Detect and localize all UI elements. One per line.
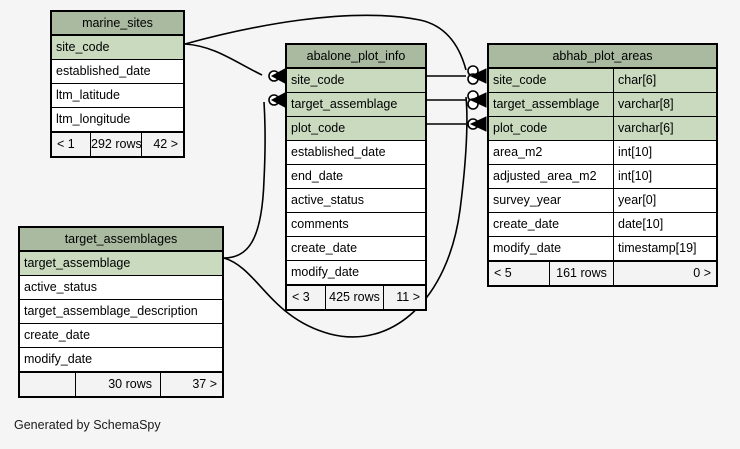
column-name: create_date (291, 241, 358, 255)
edge-marine-sites-to-abalone-site-code (184, 43, 263, 76)
crowfoot-icon (469, 68, 487, 84)
row-count: 292 rows (90, 133, 141, 156)
optional-circle-icon (268, 94, 280, 106)
optional-circle-icon (467, 65, 479, 77)
column-row[interactable]: target_assemblage (287, 93, 425, 117)
column-row[interactable]: target_assemblage varchar[8] (489, 93, 716, 117)
column-type: year[0] (613, 189, 716, 212)
column-name: area_m2 (493, 145, 543, 159)
row-count: 161 rows (549, 262, 613, 285)
row-count: 425 rows (325, 286, 383, 309)
column-name: established_date (291, 145, 386, 159)
column-name: site_code (56, 40, 110, 54)
next-relations-link[interactable]: 42 > (141, 133, 183, 156)
column-name: modify_date (493, 241, 562, 255)
column-row[interactable]: active_status (287, 189, 425, 213)
column-name: target_assemblage_description (24, 304, 198, 318)
column-row[interactable]: comments (287, 213, 425, 237)
column-name: plot_code (291, 121, 346, 135)
entity-abhab-plot-areas[interactable]: abhab_plot_areas site_code char[6] targe… (487, 43, 718, 287)
column-row[interactable]: create_date (287, 237, 425, 261)
entity-title: marine_sites (52, 12, 183, 36)
column-row[interactable]: target_assemblage_description (20, 300, 222, 324)
entity-footer: < 1 292 rows 42 > (52, 132, 183, 156)
column-name: target_assemblage (291, 97, 398, 111)
column-name: modify_date (291, 265, 360, 279)
optional-circle-icon (467, 98, 479, 110)
next-relations-link[interactable]: 37 > (160, 373, 222, 396)
column-row[interactable]: active_status (20, 276, 222, 300)
column-name: ltm_longitude (56, 112, 131, 126)
column-row[interactable]: create_date (20, 324, 222, 348)
prev-relations-link[interactable] (20, 373, 75, 396)
column-name: site_code (291, 73, 345, 87)
column-type: timestamp[19] (613, 237, 716, 260)
column-name: modify_date (24, 352, 93, 366)
column-name: survey_year (493, 193, 562, 207)
column-row[interactable]: plot_code (287, 117, 425, 141)
entity-footer: 30 rows 37 > (20, 372, 222, 396)
crowfoot-icon (469, 92, 487, 108)
entity-abalone-plot-info[interactable]: abalone_plot_info site_code target_assem… (285, 43, 427, 311)
crowfoot-icon (270, 92, 286, 108)
entity-footer: < 5 161 rows 0 > (489, 261, 716, 285)
column-name: create_date (24, 328, 91, 342)
column-row[interactable]: ltm_latitude (52, 84, 183, 108)
next-relations-link[interactable]: 0 > (613, 262, 716, 285)
next-relations-link[interactable]: 11 > (383, 286, 425, 309)
column-name: target_assemblage (24, 256, 131, 270)
column-type: varchar[8] (613, 93, 716, 116)
column-row[interactable]: modify_date (20, 348, 222, 372)
column-name: active_status (291, 193, 364, 207)
column-row[interactable]: site_code (52, 36, 183, 60)
column-row[interactable]: site_code char[6] (489, 69, 716, 93)
column-row[interactable]: modify_date timestamp[19] (489, 237, 716, 261)
column-row[interactable]: end_date (287, 165, 425, 189)
crowfoot-icon (270, 68, 286, 84)
column-row[interactable]: target_assemblage (20, 252, 222, 276)
optional-circle-icon (467, 73, 479, 85)
column-name: comments (291, 217, 349, 231)
entity-title: target_assemblages (20, 228, 222, 252)
prev-relations-link[interactable]: < 3 (292, 290, 310, 304)
column-name: site_code (493, 73, 547, 87)
column-type: varchar[6] (613, 117, 716, 140)
column-name: established_date (56, 64, 151, 78)
optional-circle-icon (467, 118, 479, 130)
column-name: target_assemblage (493, 97, 600, 111)
column-row[interactable]: plot_code varchar[6] (489, 117, 716, 141)
column-name: end_date (291, 169, 344, 183)
crowfoot-icon (469, 116, 487, 132)
prev-relations-link[interactable]: < 5 (494, 266, 512, 280)
column-type: int[10] (613, 165, 716, 188)
entity-footer: < 3 425 rows 11 > (287, 285, 425, 309)
entity-title: abhab_plot_areas (489, 45, 716, 69)
column-row[interactable]: established_date (287, 141, 425, 165)
optional-circle-icon (467, 90, 479, 102)
column-type: date[10] (613, 213, 716, 236)
column-row[interactable]: ltm_longitude (52, 108, 183, 132)
edge-target-assemblages-to-abalone-target-assemblage (223, 101, 266, 259)
column-row[interactable]: survey_year year[0] (489, 189, 716, 213)
column-type: int[10] (613, 141, 716, 164)
column-row[interactable]: area_m2 int[10] (489, 141, 716, 165)
column-type: char[6] (613, 69, 716, 92)
prev-relations-link[interactable]: < 1 (57, 137, 75, 151)
column-row[interactable]: site_code (287, 69, 425, 93)
column-row[interactable]: create_date date[10] (489, 213, 716, 237)
column-name: active_status (24, 280, 97, 294)
column-row[interactable]: established_date (52, 60, 183, 84)
column-name: plot_code (493, 121, 548, 135)
column-name: adjusted_area_m2 (493, 169, 597, 183)
column-name: ltm_latitude (56, 88, 120, 102)
generator-caption: Generated by SchemaSpy (14, 418, 161, 432)
optional-circle-icon (268, 70, 280, 82)
column-row[interactable]: adjusted_area_m2 int[10] (489, 165, 716, 189)
column-row[interactable]: modify_date (287, 261, 425, 285)
row-count: 30 rows (75, 373, 160, 396)
entity-target-assemblages[interactable]: target_assemblages target_assemblage act… (18, 226, 224, 398)
column-name: create_date (493, 217, 560, 231)
entity-title: abalone_plot_info (287, 45, 425, 69)
entity-marine-sites[interactable]: marine_sites site_code established_date … (50, 10, 185, 158)
